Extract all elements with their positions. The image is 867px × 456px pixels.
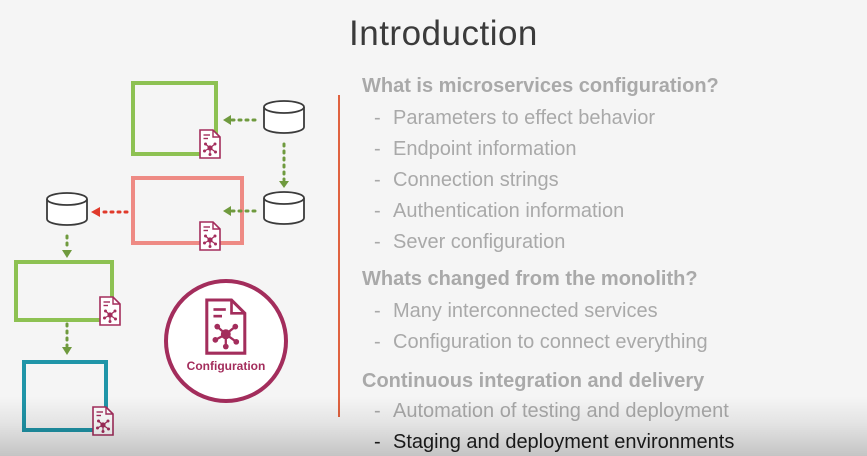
- bullet-authentication-information: -Authentication information: [374, 200, 625, 222]
- arrow-down-icon: [62, 347, 72, 355]
- arrow-down-icon: [62, 250, 72, 258]
- bullet-server-configuration: -Sever configuration: [374, 231, 566, 253]
- section-heading-changed-from-monolith: Whats changed from the monolith?: [362, 268, 698, 290]
- connector-service1-db: [223, 115, 260, 125]
- service-box-teal: [22, 360, 108, 432]
- config-document-icon: [205, 298, 247, 355]
- connector-db-service2: [223, 206, 260, 216]
- config-document-icon: [199, 129, 221, 159]
- vertical-divider: [338, 95, 340, 417]
- configuration-label: Configuration: [187, 359, 266, 373]
- config-document-icon: [92, 406, 114, 436]
- database-icon: [263, 100, 305, 134]
- bullet-parameters: -Parameters to effect behavior: [374, 107, 655, 129]
- microservices-diagram: Configuration: [14, 81, 305, 436]
- config-document-icon: [99, 296, 121, 326]
- service-box-green-top: [131, 81, 218, 156]
- connector-service2-db-red: [91, 207, 130, 217]
- bullet-staging-deployment: -Staging and deployment environments: [374, 431, 735, 453]
- bullet-interconnected-services: -Many interconnected services: [374, 300, 658, 322]
- database-icon: [46, 192, 88, 226]
- arrow-down-icon: [279, 181, 289, 188]
- bullet-connection-strings: -Connection strings: [374, 169, 559, 191]
- section-heading-ci-cd: Continuous integration and delivery: [362, 370, 705, 392]
- database-icon: [263, 191, 305, 225]
- section-heading-microservices-config: What is microservices configuration?: [362, 75, 719, 97]
- slide-title: Introduction: [349, 14, 538, 53]
- bullet-automation-testing: -Automation of testing and deployment: [374, 400, 729, 422]
- bullet-configuration-connect: -Configuration to connect everything: [374, 331, 708, 353]
- config-document-icon: [199, 221, 221, 251]
- service-box-green-bottom: [14, 260, 114, 322]
- configuration-badge: Configuration: [164, 279, 288, 403]
- bullet-endpoint-information: -Endpoint information: [374, 138, 577, 160]
